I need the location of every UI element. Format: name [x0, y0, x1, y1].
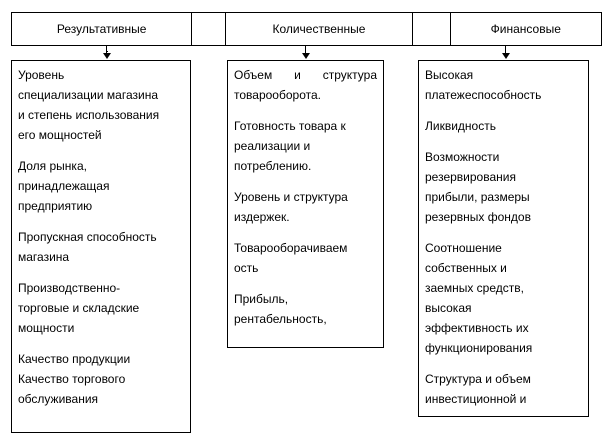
arrow-down-icon	[302, 53, 310, 59]
results-item-line: Качество продукции	[18, 352, 131, 366]
quantity-item-line: Объем и структура	[234, 68, 377, 82]
finance-item: Структура и объем инвестиционной и	[425, 369, 582, 409]
finance-item-line: прибыли, размеры	[425, 190, 530, 204]
finance-item-line: Структура и объем	[425, 372, 531, 386]
quantity-item-line: ость	[234, 261, 259, 275]
finance-item: Ликвидность	[425, 116, 582, 136]
results-item-line: Качество торгового	[18, 372, 126, 386]
finance-item-line: высокая	[425, 301, 472, 315]
quantity-item: Объем и структура товарооборота.	[234, 65, 377, 105]
results-item-line: магазина	[18, 250, 70, 264]
quantity-box: Объем и структура товарооборота. Готовност…	[227, 60, 384, 348]
connector-stem-finance	[505, 46, 506, 54]
connector-line-1	[106, 51, 108, 52]
header-gap-2	[413, 13, 451, 45]
results-item-line: Уровень	[18, 68, 65, 82]
finance-item-line: эффективность их	[425, 321, 529, 335]
finance-item-line: Ликвидность	[425, 119, 496, 133]
quantity-item-line: Товарооборачиваем	[234, 241, 348, 255]
quantity-item: Товарооборачиваем ость	[234, 238, 377, 278]
results-item-line: предприятию	[18, 199, 93, 213]
finance-item-line: функционирования	[425, 341, 533, 355]
quantity-item-line: товарооборота.	[234, 88, 321, 102]
finance-item: Соотношение собственных и заемных средств,…	[425, 238, 582, 358]
connector-stem-results	[106, 46, 107, 54]
header-gap-1	[192, 13, 227, 45]
quantity-item: Прибыль, рентабельность,	[234, 289, 377, 329]
results-item: Производственно-торговые и складские мощн…	[18, 278, 184, 338]
quantity-item-line: Уровень и структура	[234, 190, 348, 204]
results-item-line: Доля рынка,	[18, 159, 87, 173]
finance-item-line: платежеспособность	[425, 88, 542, 102]
quantity-item-line: реализации и	[234, 139, 311, 153]
header-row: Результативные Количественные Финансовые	[11, 12, 602, 46]
quantity-item-line: Готовность товара к	[234, 119, 346, 133]
header-results: Результативные	[12, 13, 193, 45]
results-item-line: принадлежащая	[18, 179, 110, 193]
quantity-item-line: издержек.	[234, 210, 290, 224]
finance-item-line: заемных средств,	[425, 281, 524, 295]
finance-item-line: собственных и	[425, 261, 507, 275]
quantity-item: Готовность товара к реализации и потреблен…	[234, 116, 377, 176]
results-item-line: специализации магазина	[18, 88, 158, 102]
header-finance: Финансовые	[490, 22, 561, 36]
results-item-line: мощности	[18, 321, 75, 335]
results-item: Доля рынка, принадлежащая предприятию	[18, 156, 184, 216]
arrow-down-icon	[502, 53, 510, 59]
results-box: Уровень специализации магазина и степень и…	[11, 60, 191, 433]
finance-item-line: резервирования	[425, 170, 516, 184]
results-item-line: обслуживания	[18, 392, 99, 406]
finance-item-line: резервных фондов	[425, 210, 531, 224]
finance-item-line: Возможности	[425, 150, 500, 164]
results-item-line: Пропускная способность	[18, 230, 157, 244]
results-item: Уровень специализации магазина и степень и…	[18, 65, 184, 145]
finance-item-line: Высокая	[425, 68, 474, 82]
quantity-item-line: потреблению.	[234, 159, 312, 173]
finance-item: Возможности резервирования прибыли, размер…	[425, 147, 582, 227]
quantity-item-line: рентабельность,	[234, 312, 327, 326]
connector-stem-quantity	[305, 46, 306, 54]
finance-item-line: Соотношение	[425, 241, 502, 255]
results-item-line: и степень использования	[18, 108, 160, 122]
results-item-line: его мощностей	[18, 128, 102, 142]
quantity-item-line: Прибыль,	[234, 292, 289, 306]
arrow-down-icon	[103, 53, 111, 59]
results-item-line: торговые и складские	[18, 301, 140, 315]
results-item: Пропускная способность магазина	[18, 227, 184, 267]
header-quantity: Количественные	[226, 13, 413, 45]
results-item-line: Производственно-	[18, 281, 121, 295]
quantity-item: Уровень и структура издержек.	[234, 187, 377, 227]
finance-item: Высокая платежеспособность	[425, 65, 582, 105]
finance-item-line: инвестиционной и	[425, 392, 527, 406]
